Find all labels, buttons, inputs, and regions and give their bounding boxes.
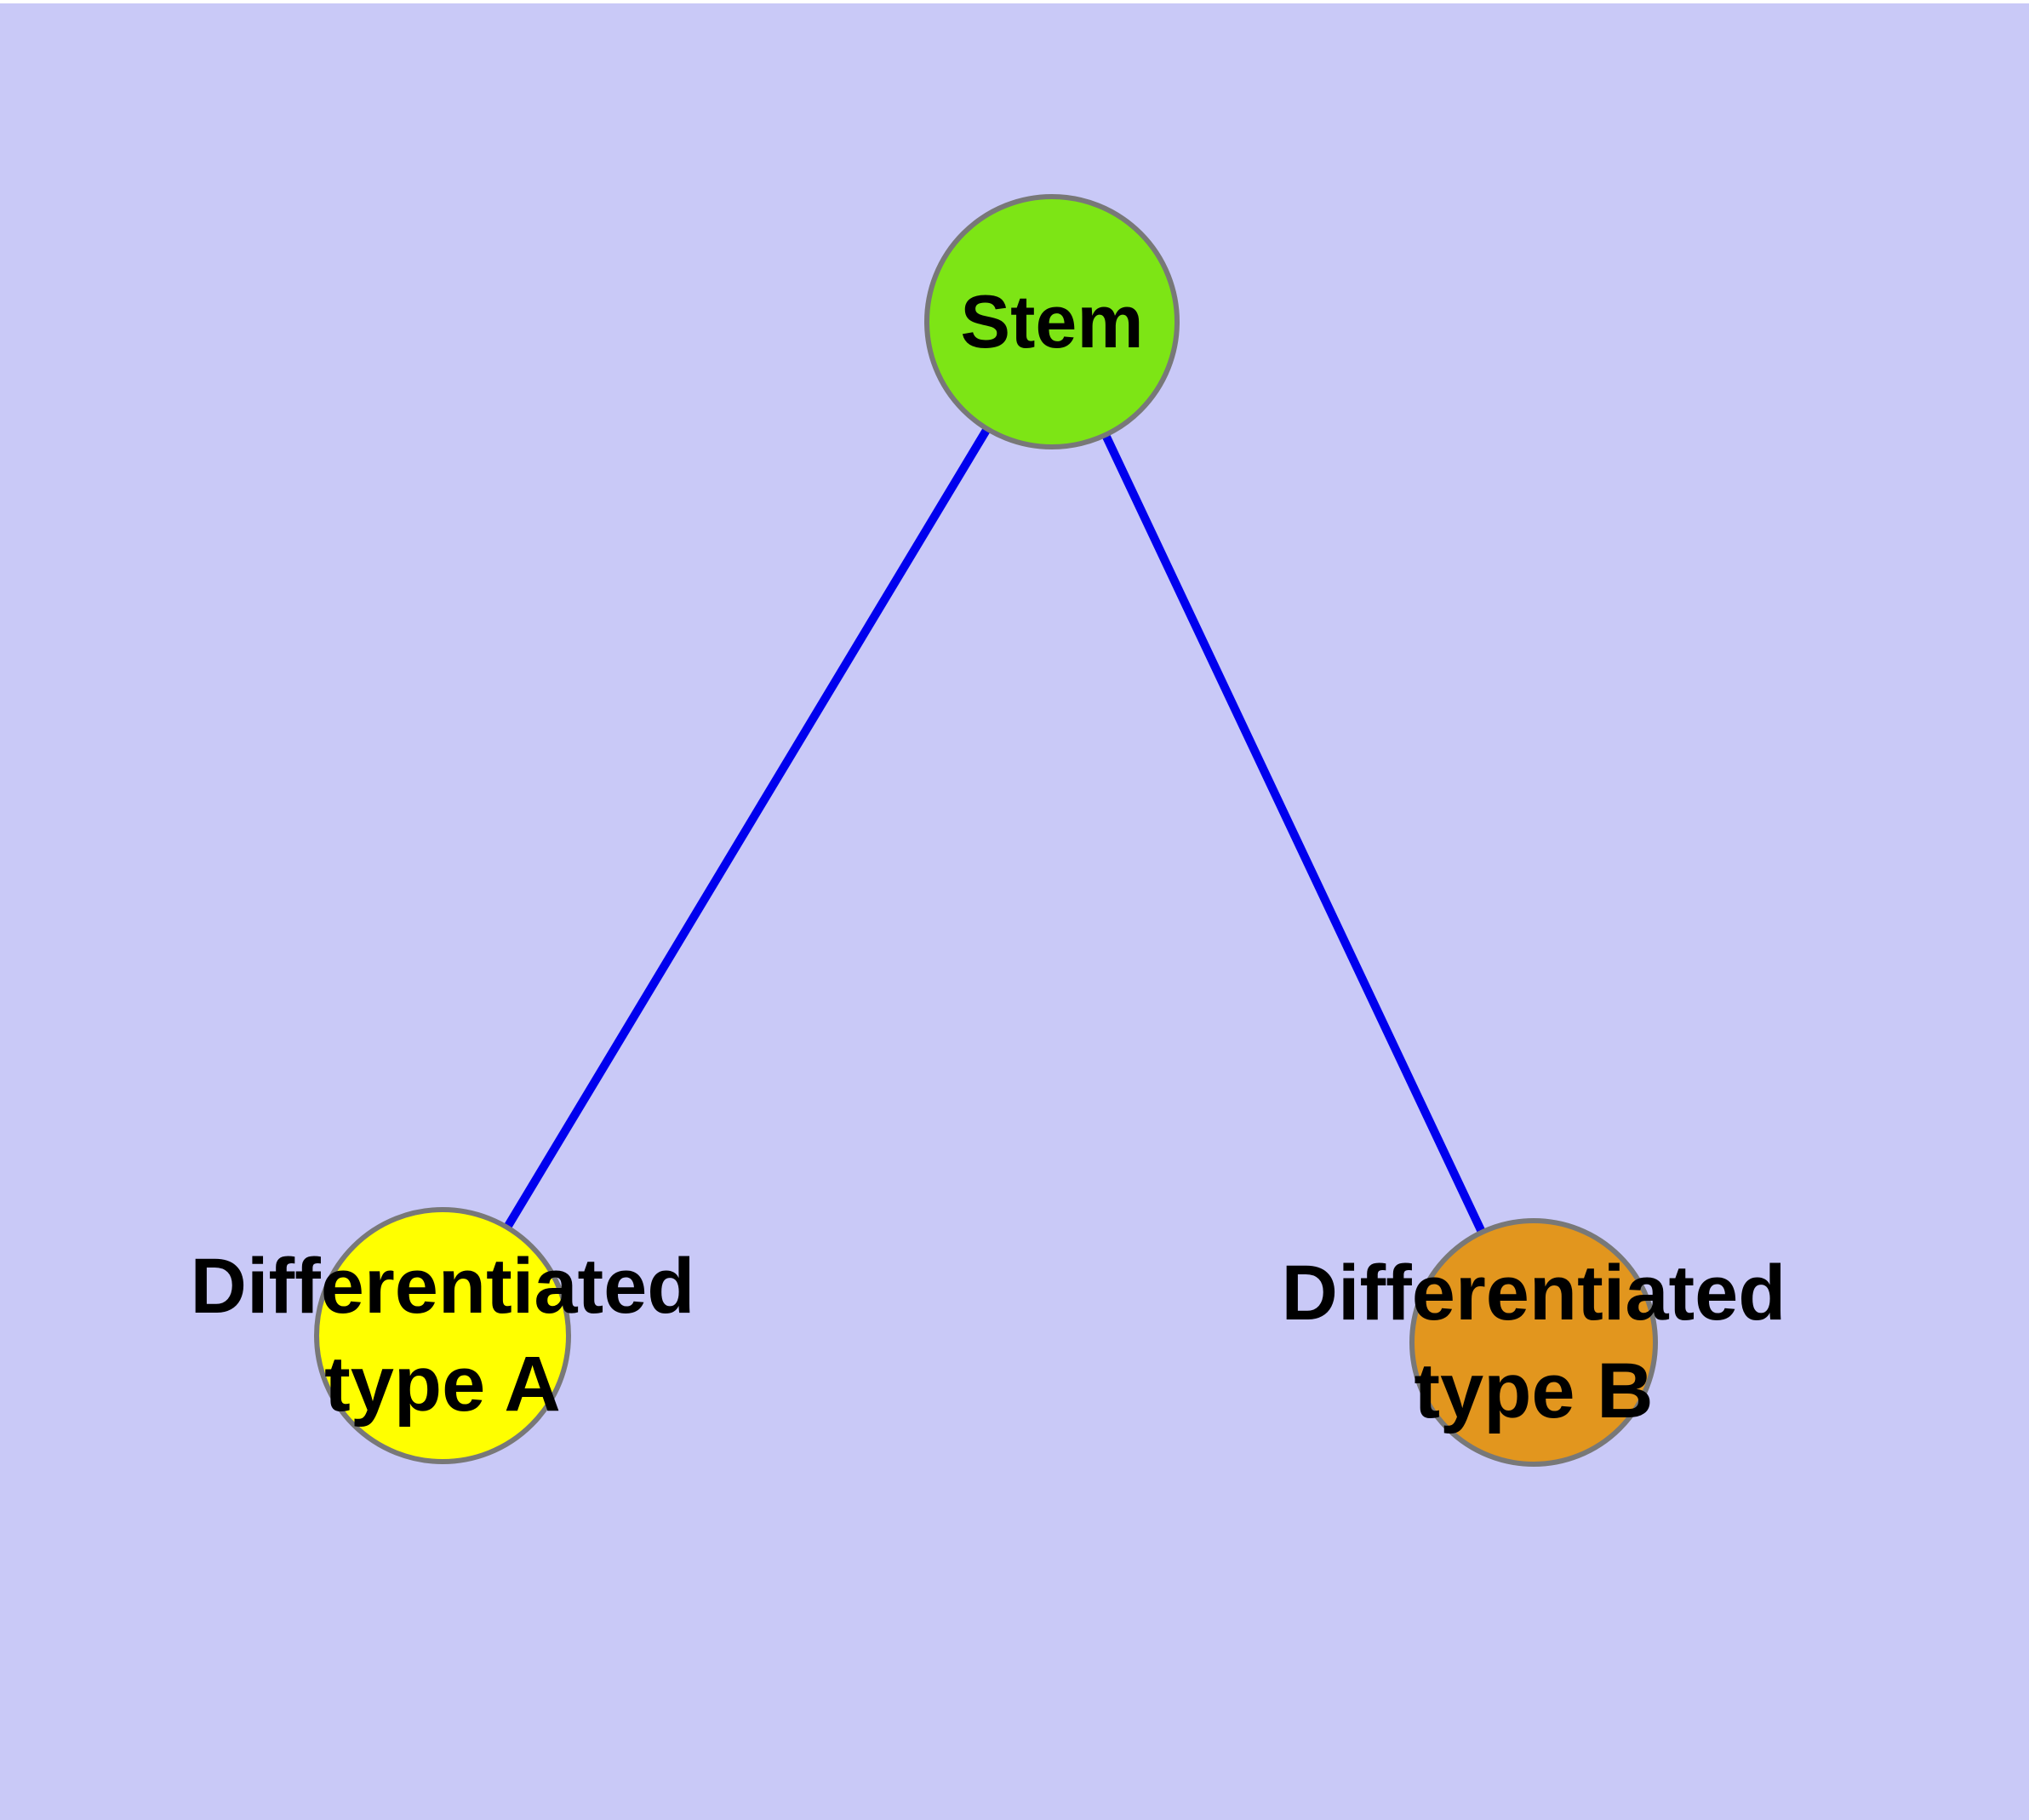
node-type-a[interactable]	[314, 1207, 571, 1464]
edge-stem-type-a	[439, 318, 1056, 1336]
node-stem[interactable]	[924, 194, 1180, 449]
edge-stem-type-b	[1048, 319, 1537, 1342]
node-type-b[interactable]	[1409, 1218, 1658, 1467]
edges-layer	[439, 318, 1537, 1342]
